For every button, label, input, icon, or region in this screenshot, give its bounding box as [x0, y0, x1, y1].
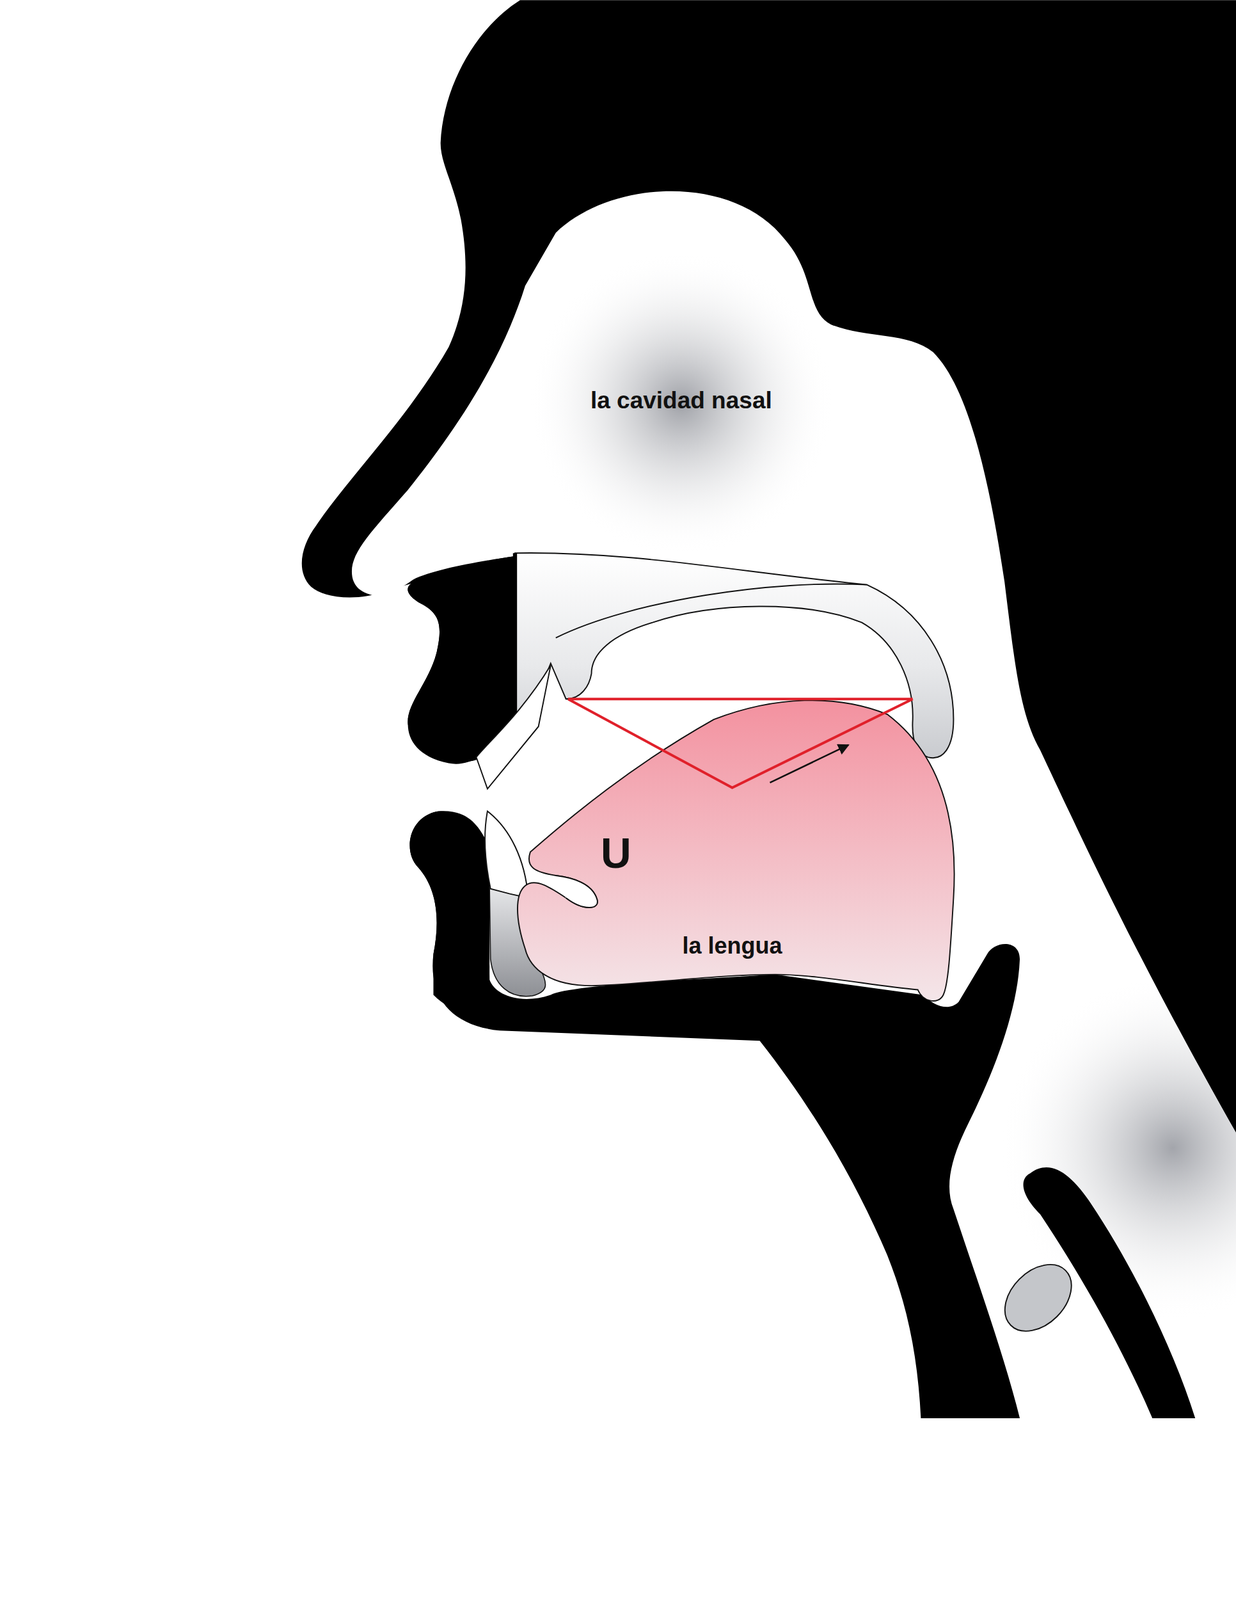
palate-line: [555, 583, 867, 638]
part-label: U: [600, 829, 632, 876]
cartilage: [992, 1251, 1085, 1344]
tongue: [517, 699, 955, 1001]
lower-lip: [410, 810, 491, 1009]
nasal-shading: [528, 250, 835, 556]
upper-incisor: [475, 665, 551, 789]
lower-incisor: [484, 811, 529, 898]
vowel-triangle: [568, 698, 913, 788]
lip-edge: [513, 552, 517, 714]
tongue-tip-fold: [555, 875, 598, 908]
airway-cavity: [351, 191, 1236, 1418]
tongue-motion-arrow: [770, 744, 849, 783]
part-label: la lengua: [682, 932, 783, 959]
part-label: la cavidad nasal: [590, 387, 773, 414]
